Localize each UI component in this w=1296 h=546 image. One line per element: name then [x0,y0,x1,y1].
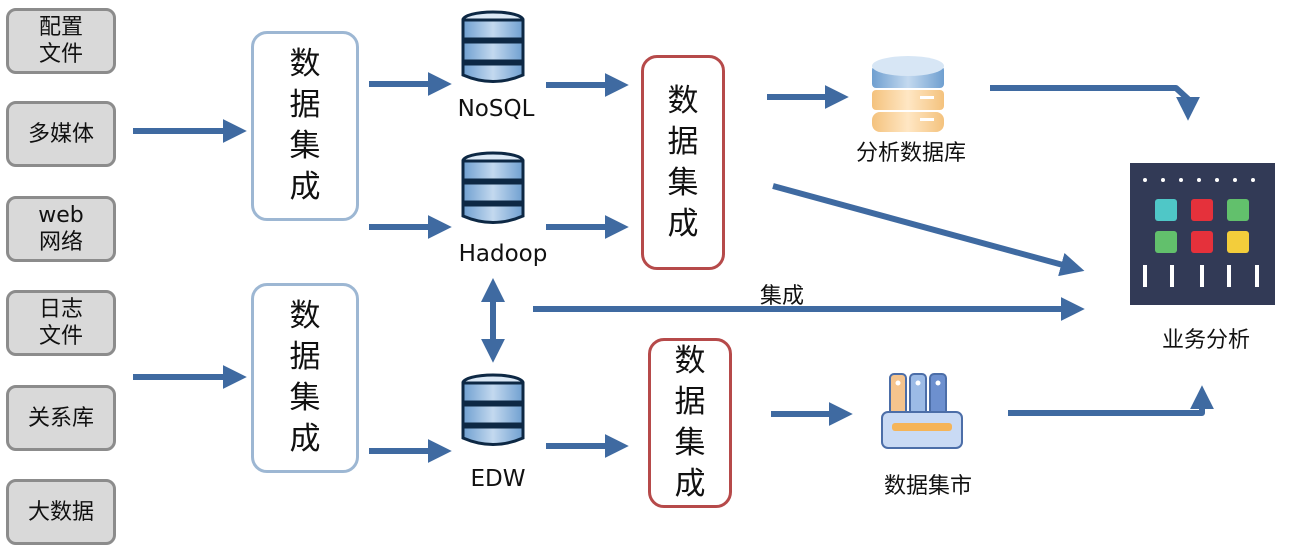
hadoop-label: Hadoop [458,241,548,267]
data-mart-icon [881,373,963,449]
source-big-data: 大数据 [6,479,116,545]
source-line: 文件 [38,324,83,349]
integration-box-middle: 数据集成 [641,55,725,270]
integration-edge-label: 集成 [759,284,804,309]
source-line: 多媒体 [27,121,94,147]
source-config-files: 配置 文件 [6,8,116,74]
arrow-integration-to-business [772,183,1085,277]
source-multimedia: 多媒体 [6,101,116,167]
analytic-database-icon [872,56,944,132]
integration-label: 数据集成 [289,298,321,457]
integration-box-bottom: 数据集成 [648,338,732,508]
data-mart-label: 数据集市 [883,474,972,499]
integration-label: 数据集成 [667,82,699,242]
source-line: 大数据 [27,499,94,525]
source-relational-db: 关系库 [6,385,116,451]
integration-label: 数据集成 [289,46,321,205]
arrow-data-mart-to-business [1008,385,1214,416]
arrow-analytic-db-to-business [990,85,1200,121]
nosql-database-icon [461,10,525,83]
source-line: web [38,203,84,228]
analytic-db-label: 分析数据库 [855,141,966,166]
source-log-files: 日志 文件 [6,290,116,356]
integration-box-lower: 数据集成 [251,283,359,473]
business-analysis-dashboard-icon [1130,163,1275,305]
nosql-label: NoSQL [457,96,535,122]
source-line: 关系库 [27,405,94,431]
source-line: 文件 [38,42,83,67]
source-line: 网络 [38,230,83,255]
source-line: 配置 [38,15,83,40]
source-web-network: web 网络 [6,196,116,262]
hadoop-database-icon [461,151,525,224]
edw-label: EDW [470,466,526,492]
source-line: 日志 [38,297,83,322]
integration-box-upper: 数据集成 [251,31,359,221]
integration-label: 数据集成 [674,343,706,502]
edw-database-icon [461,373,525,446]
business-analysis-label: 业务分析 [1161,328,1250,353]
